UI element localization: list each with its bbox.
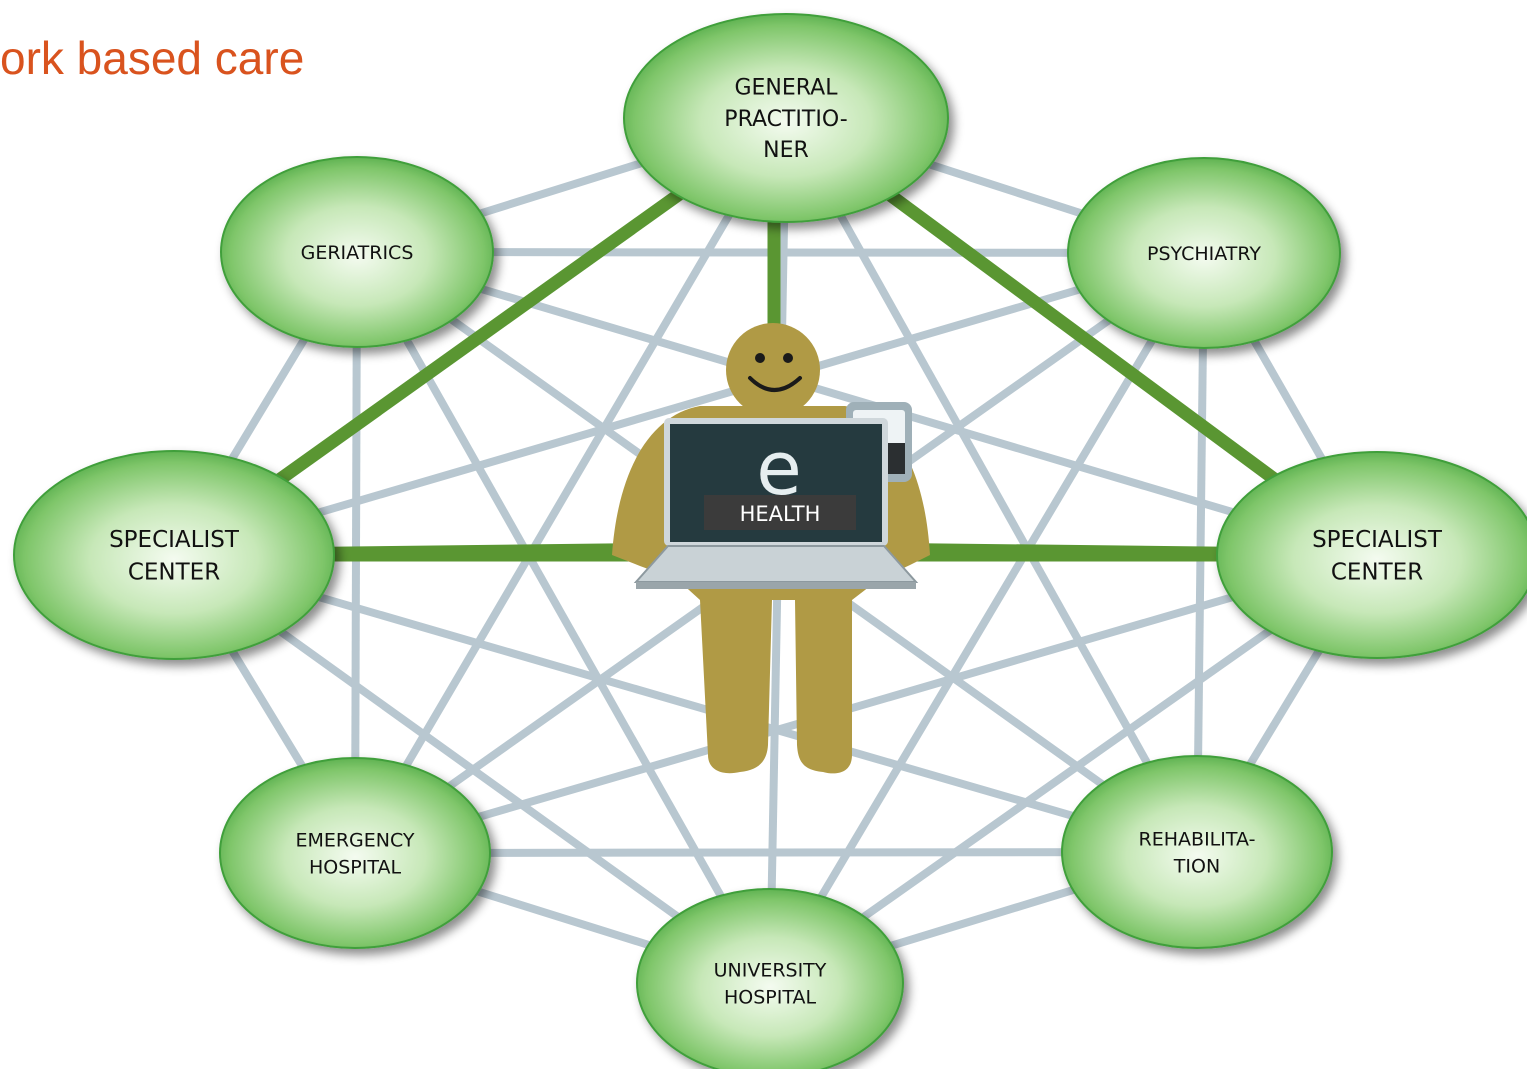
node-label-line: NER [763,138,809,163]
node-label-line: SPECIALIST [109,527,240,553]
connection-rehabilitation-specialist_left [172,551,1199,856]
node-ellipse [636,888,904,1069]
health-label: HEALTH [740,502,821,526]
node-ellipse [1061,755,1333,949]
node-label-line: SPECIALIST [1312,527,1443,553]
node-ellipse [1067,157,1341,349]
node-label-line: PSYCHIATRY [1147,243,1261,265]
page-title: ork based care [0,32,305,84]
node-specialist-left: SPECIALIST CENTER [13,450,335,660]
node-label-line: HOSPITAL [309,856,401,878]
node-ellipse [219,757,491,949]
connection-gp-emergency_hospital [351,115,790,856]
patient-head [726,323,820,417]
node-label-line: REHABILITA- [1139,828,1256,850]
node-label-line: UNIVERSITY [714,959,827,981]
laptop-device: e HEALTH [633,418,919,589]
node-specialist-right: SPECIALIST CENTER [1216,451,1527,659]
node-ellipse [1216,451,1527,659]
node-ellipse [623,13,949,223]
connection-rehabilitation-emergency_hospital [354,848,1198,857]
patient-right-eye [783,353,793,363]
node-label-line: CENTER [1331,560,1423,586]
node-geriatrics: GERIATRICS [220,156,494,348]
node-emergency-hospital: EMERGENCY HOSPITAL [219,757,491,949]
node-ellipse [220,156,494,348]
node-ellipse [13,450,335,660]
node-label-line: TION [1173,855,1220,877]
node-label-line: EMERGENCY [295,829,414,851]
node-university-hospital: UNIVERSITY HOSPITAL [636,888,904,1069]
care-providers: GENERAL PRACTITIO- NER PSYCHIATRY SPECIALIST… [13,13,1527,1069]
node-psychiatry: PSYCHIATRY [1067,157,1341,349]
patient-smile [748,376,802,392]
node-rehabilitation: REHABILITA- TION [1061,755,1333,949]
node-label-line: PRACTITIO- [724,107,847,132]
laptop-base [633,545,919,583]
node-label-line: GERIATRICS [301,242,414,264]
node-label-line: HOSPITAL [724,986,816,1008]
node-label-line: CENTER [128,560,220,586]
node-gp: GENERAL PRACTITIO- NER [623,13,949,223]
patient-left-eye [755,353,765,363]
node-label-line: GENERAL [734,76,838,101]
